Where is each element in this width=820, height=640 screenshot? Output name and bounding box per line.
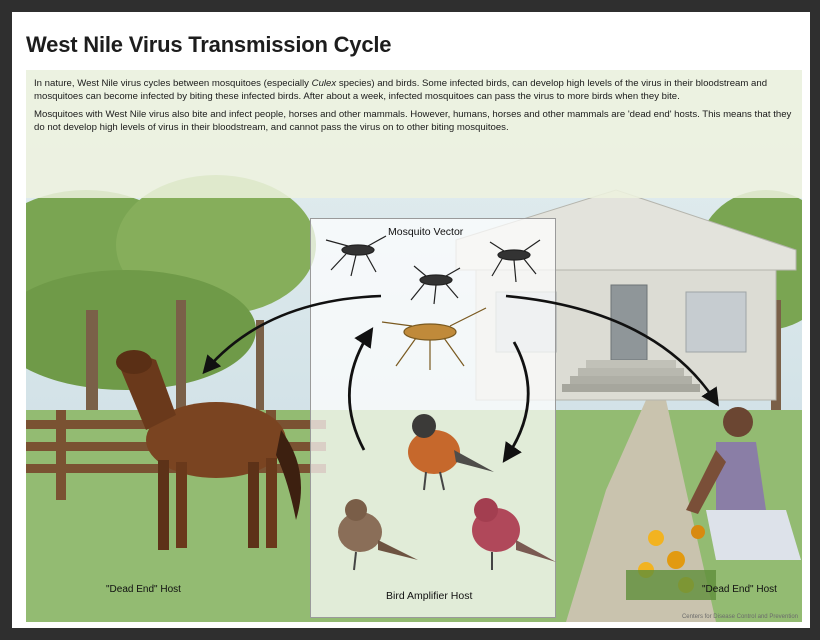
mosquito-icon [411, 266, 460, 304]
finch-icon [472, 498, 556, 570]
mosquito-icon [326, 236, 386, 276]
mosquito-icon [382, 308, 486, 370]
bird-amplifier-host-label: Bird Amplifier Host [386, 590, 472, 602]
illustration-scene: In nature, West Nile virus cycles betwee… [26, 70, 802, 622]
cycle-overlay [26, 70, 802, 622]
robin-icon [408, 414, 494, 490]
credit-text: Centers for Disease Control and Preventi… [682, 614, 798, 620]
mosquito-vector-label: Mosquito Vector [388, 226, 463, 238]
arrow-mosquito-to-bird [506, 342, 528, 458]
person-dead-end-host-label: "Dead End" Host [702, 584, 777, 595]
sparrow-icon [338, 499, 418, 570]
figure-frame: West Nile Virus Transmission Cycle [12, 12, 810, 628]
page-title: West Nile Virus Transmission Cycle [26, 32, 391, 58]
horse-dead-end-host-label: "Dead End" Host [106, 584, 181, 595]
mosquito-icon [490, 240, 540, 282]
arrow-mosquito-to-person [506, 296, 716, 402]
arrow-bird-to-mosquito [349, 332, 370, 450]
